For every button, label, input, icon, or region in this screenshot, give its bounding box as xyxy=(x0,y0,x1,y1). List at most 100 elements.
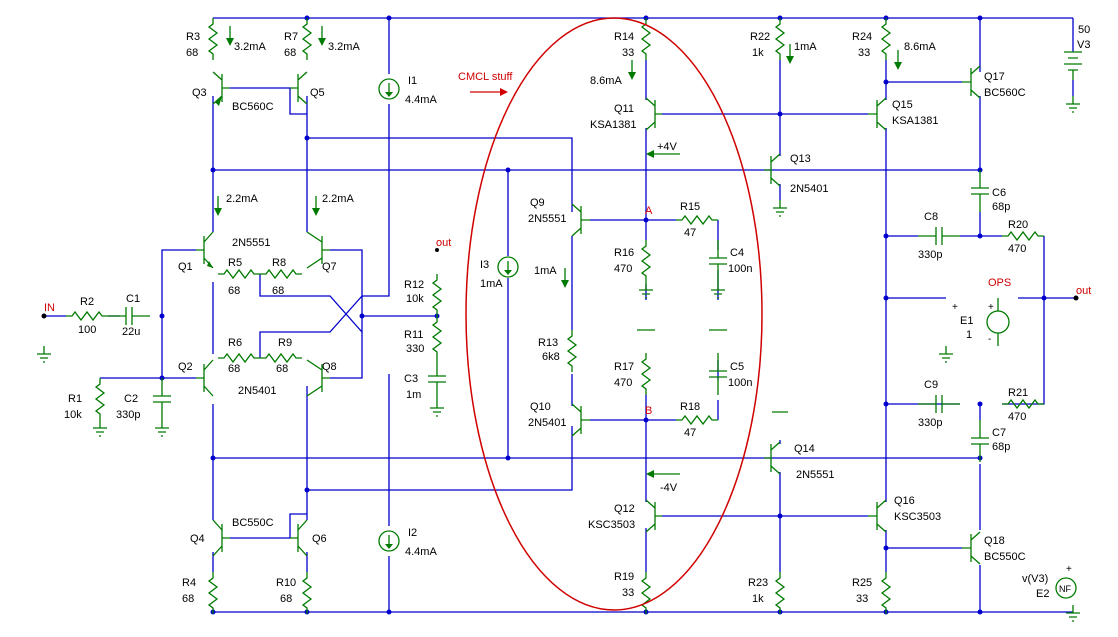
q3-current: 3.2mA xyxy=(234,41,266,53)
r13-value: 6k8 xyxy=(542,351,560,363)
q16-label: Q16 xyxy=(894,495,915,507)
r6-name: R6 xyxy=(228,337,242,349)
q15-current: 8.6mA xyxy=(904,41,936,53)
q15-symbol xyxy=(868,97,887,131)
q5-label: Q5 xyxy=(310,87,325,99)
model-2n5401-diff: 2N5401 xyxy=(238,385,277,397)
svg-text:+: + xyxy=(1066,564,1072,575)
model-2n5551-q14: 2N5551 xyxy=(796,469,835,481)
e2-sym: NF xyxy=(1059,584,1071,594)
r7-name: R7 xyxy=(284,31,298,43)
r16-name: R16 xyxy=(614,247,634,259)
q16-symbol xyxy=(868,499,887,533)
r9-name: R9 xyxy=(278,337,292,349)
q9-current: 1mA xyxy=(534,265,557,277)
c1-value: 22u xyxy=(122,326,140,338)
e2-name: E2 xyxy=(1036,588,1049,600)
cmcl-arrow xyxy=(470,88,508,96)
c5-value: 100n xyxy=(728,377,752,389)
c8-value: 330p xyxy=(918,249,942,261)
r1-value: 10k xyxy=(64,409,82,421)
svg-text:+: + xyxy=(988,302,994,313)
r25-value: 33 xyxy=(856,593,868,605)
q6-symbol xyxy=(290,519,308,557)
model-bc560c-right: BC560C xyxy=(984,87,1026,99)
c3-value: 1m xyxy=(406,389,421,401)
c9-name: C9 xyxy=(924,379,938,391)
node-in: IN xyxy=(44,302,55,314)
q2-label: Q2 xyxy=(178,361,193,373)
q10-symbol xyxy=(571,403,590,437)
q1-label: Q1 xyxy=(178,261,193,273)
node-pv: +4V xyxy=(657,141,678,153)
q17-label: Q17 xyxy=(984,71,1005,83)
q12-label: Q12 xyxy=(614,503,635,515)
transistors xyxy=(196,65,981,565)
r1-name: R1 xyxy=(68,393,82,405)
c6-name: C6 xyxy=(992,187,1006,199)
labels: CMCL stuff OPS IN out out A B +4V -4V I1… xyxy=(44,24,1091,605)
q18-label: Q18 xyxy=(984,535,1005,547)
q10-label: Q10 xyxy=(530,401,551,413)
q9-label: Q9 xyxy=(530,197,545,209)
model-bc550c-right: BC550C xyxy=(984,551,1026,563)
r24-name: R24 xyxy=(852,31,872,43)
r13-name: R13 xyxy=(538,337,558,349)
r2-name: R2 xyxy=(80,296,94,308)
i1-name: I1 xyxy=(408,75,417,87)
c1-name: C1 xyxy=(126,293,140,305)
cmcl-ellipse xyxy=(465,17,763,611)
r23-value: 1k xyxy=(752,593,764,605)
c4-name: C4 xyxy=(730,247,744,259)
r10-value: 68 xyxy=(280,593,292,605)
q13-current: 1mA xyxy=(794,41,817,53)
r21-value: 470 xyxy=(1008,411,1026,423)
q3-label: Q3 xyxy=(192,87,207,99)
r22-name: R22 xyxy=(750,31,770,43)
q7-label: Q7 xyxy=(322,261,337,273)
r22-value: 1k xyxy=(752,47,764,59)
q7-symbol xyxy=(306,231,330,269)
c6-value: 68p xyxy=(992,201,1010,213)
c7-value: 68p xyxy=(992,441,1010,453)
model-ksc3503-q16: KSC3503 xyxy=(894,511,941,523)
i3-value: 1mA xyxy=(480,278,503,290)
c4-value: 100n xyxy=(728,263,752,275)
model-2n5401-q10: 2N5401 xyxy=(528,417,567,429)
q13-symbol xyxy=(764,153,781,187)
i2-value: 4.4mA xyxy=(405,546,437,558)
r23-name: R23 xyxy=(748,577,768,589)
q4-symbol xyxy=(212,519,230,557)
r15-value: 47 xyxy=(684,227,696,239)
model-ksa1381-q11: KSA1381 xyxy=(590,119,636,131)
r5-value: 68 xyxy=(228,285,240,297)
q3-symbol xyxy=(212,71,230,106)
wiring xyxy=(44,17,1076,613)
r3-name: R3 xyxy=(186,31,200,43)
current-sources xyxy=(378,51,1082,599)
r5-name: R5 xyxy=(228,257,242,269)
node-b: B xyxy=(645,405,652,417)
q6-label: Q6 xyxy=(312,533,327,545)
e1-name: E1 xyxy=(960,315,973,327)
r7-value: 68 xyxy=(284,47,296,59)
q8-symbol xyxy=(306,359,330,397)
q8-label: Q8 xyxy=(322,361,337,373)
q7-current: 2.2mA xyxy=(322,193,354,205)
q14-label: Q14 xyxy=(794,443,815,455)
r10-name: R10 xyxy=(276,577,296,589)
q11-symbol xyxy=(645,97,662,131)
r20-name: R20 xyxy=(1008,219,1028,231)
r20-value: 470 xyxy=(1008,243,1026,255)
v3-value: 50 xyxy=(1078,24,1090,36)
ops-label: OPS xyxy=(988,277,1011,289)
q11-label: Q11 xyxy=(614,103,634,115)
q17-symbol xyxy=(962,65,981,99)
i3-name: I3 xyxy=(480,259,489,271)
node-a: A xyxy=(645,205,653,217)
q4-label: Q4 xyxy=(190,533,205,545)
r19-value: 33 xyxy=(622,587,634,599)
model-2n5401-q13: 2N5401 xyxy=(790,183,829,195)
current-arrows xyxy=(213,25,903,478)
model-2n5551-diff: 2N5551 xyxy=(232,237,271,249)
